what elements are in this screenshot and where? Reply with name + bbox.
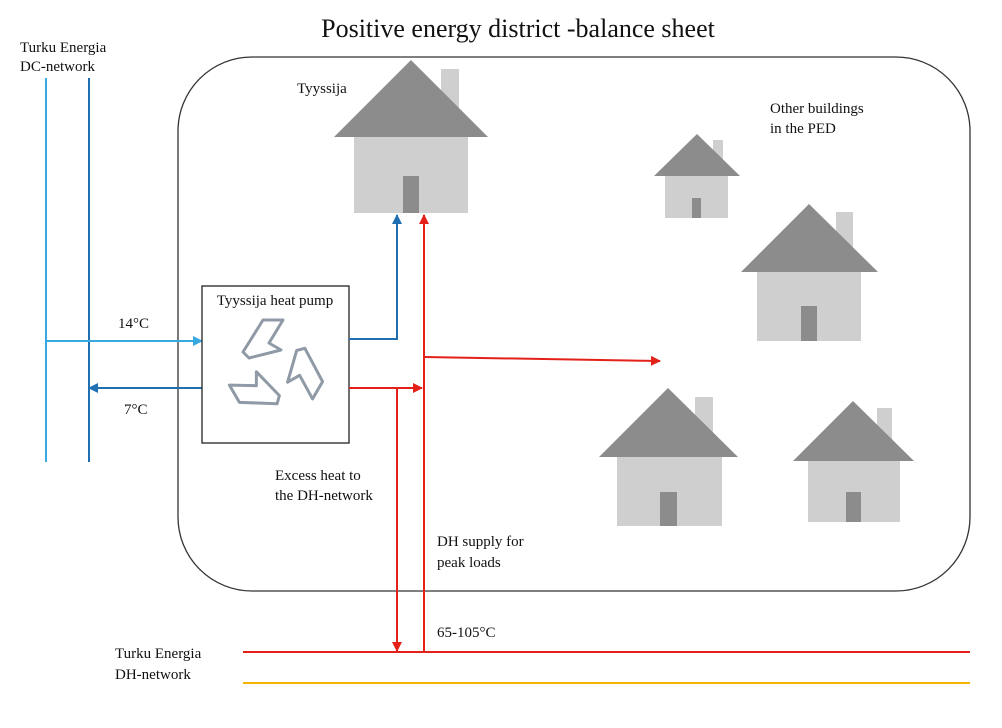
other-buildings-label-line2: in the PED: [770, 121, 836, 137]
dh-network-label-line2: DH-network: [115, 667, 191, 683]
medium-house-icon: [741, 204, 878, 341]
dc-network-label-line1: Turku Energia: [20, 40, 107, 56]
dc-return-temp: 7°C: [124, 402, 148, 418]
excess-heat-label-line2: the DH-network: [275, 488, 373, 504]
dh-temp-label: 65-105°C: [437, 625, 496, 641]
bottom-right-house-icon: [793, 401, 914, 522]
small-house-icon: [654, 134, 740, 218]
main-building-house-icon: [334, 60, 488, 213]
heat-pump-box: [201, 285, 350, 444]
dh-supply-label-line1: DH supply for: [437, 534, 524, 550]
recycle-icon: [227, 318, 325, 406]
diagram-title: Positive energy district -balance sheet: [321, 14, 716, 43]
dh-supply-label-line2: peak loads: [437, 555, 501, 571]
dc-network-label-line2: DC-network: [20, 59, 95, 75]
dc-supply-temp: 14°C: [118, 316, 149, 332]
large-house-icon: [599, 388, 738, 526]
dh-network-label-line1: Turku Energia: [115, 646, 202, 662]
excess-heat-label-line1: Excess heat to: [275, 468, 361, 484]
heat-pump-to-building-arrow: [349, 214, 402, 340]
dh-supply-to-other-buildings-arrow: [423, 355, 661, 366]
district-boundary: [177, 56, 971, 592]
main-building-label: Tyyssija: [297, 81, 347, 97]
other-buildings-label-line1: Other buildings: [770, 101, 864, 117]
heat-pump-label: Tyyssija heat pump: [217, 293, 333, 309]
